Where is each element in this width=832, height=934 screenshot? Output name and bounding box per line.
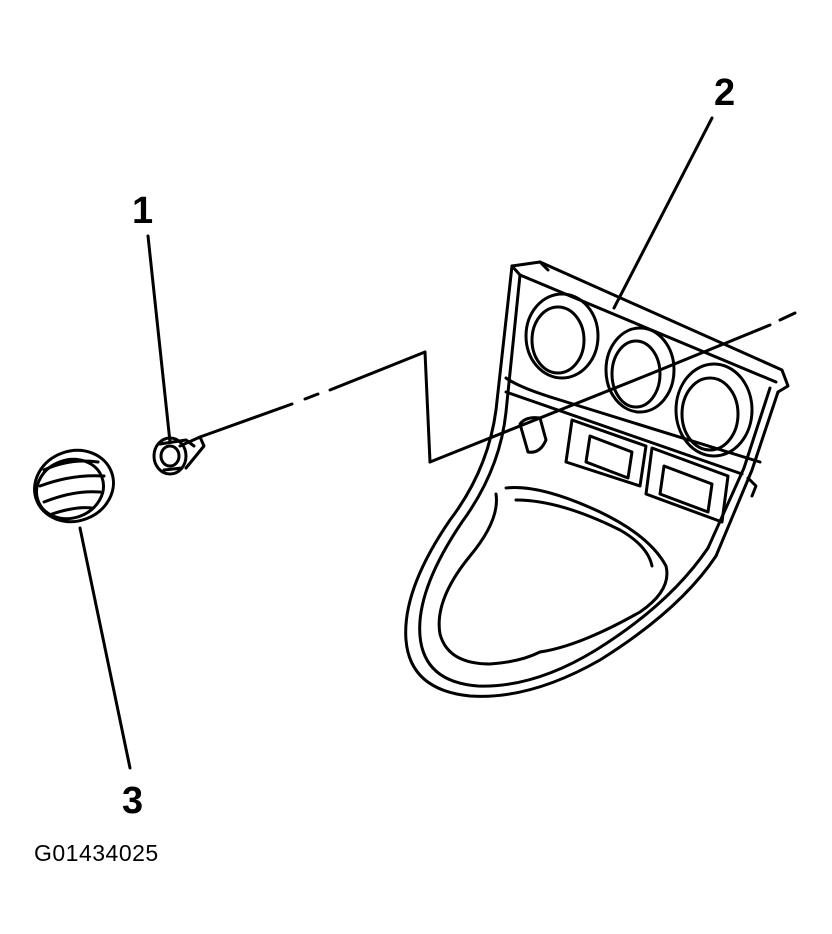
- leader-line-1: [146, 234, 172, 444]
- leader-line-2: [612, 116, 714, 310]
- figure-id-label: G01434025: [34, 840, 159, 866]
- callout-2-label: 2: [714, 72, 736, 114]
- screw-icon: [152, 435, 206, 476]
- bezel-icon: [404, 260, 790, 698]
- knob-icon: [33, 448, 115, 524]
- leader-line-3: [78, 526, 132, 770]
- callout-3-label: 3: [122, 780, 144, 822]
- callout-1-label: 1: [132, 190, 154, 232]
